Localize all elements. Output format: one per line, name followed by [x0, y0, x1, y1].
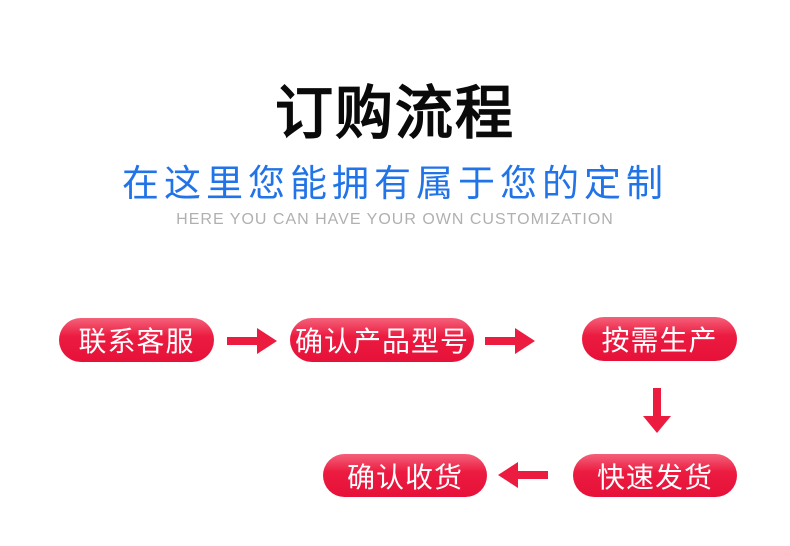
step-label: 确认收货 [346, 461, 463, 493]
flow-arrow-right-icon [227, 328, 277, 354]
flow-arrow-right-icon [485, 328, 535, 354]
step-label: 联系客服 [78, 326, 195, 357]
page-title: 订购流程 [274, 81, 515, 146]
flow-arrow-left-icon [498, 462, 548, 488]
step-label: 按需生产 [601, 325, 718, 356]
flow-arrow-down-icon [643, 388, 671, 433]
step-pill-produce-on-demand: 按需生产 [582, 317, 737, 361]
step-pill-confirm-receipt: 确认收货 [323, 454, 487, 497]
step-pill-contact-service: 联系客服 [59, 318, 214, 362]
step-pill-fast-shipping: 快速发货 [573, 454, 737, 497]
step-pill-confirm-model: 确认产品型号 [290, 318, 474, 362]
subtitle-chinese: 在这里您能拥有属于您的定制 [122, 163, 668, 204]
subtitle-english: HERE YOU CAN HAVE YOUR OWN CUSTOMIZATION [176, 211, 614, 228]
step-label: 快速发货 [596, 461, 713, 493]
step-label: 确认产品型号 [294, 326, 469, 357]
